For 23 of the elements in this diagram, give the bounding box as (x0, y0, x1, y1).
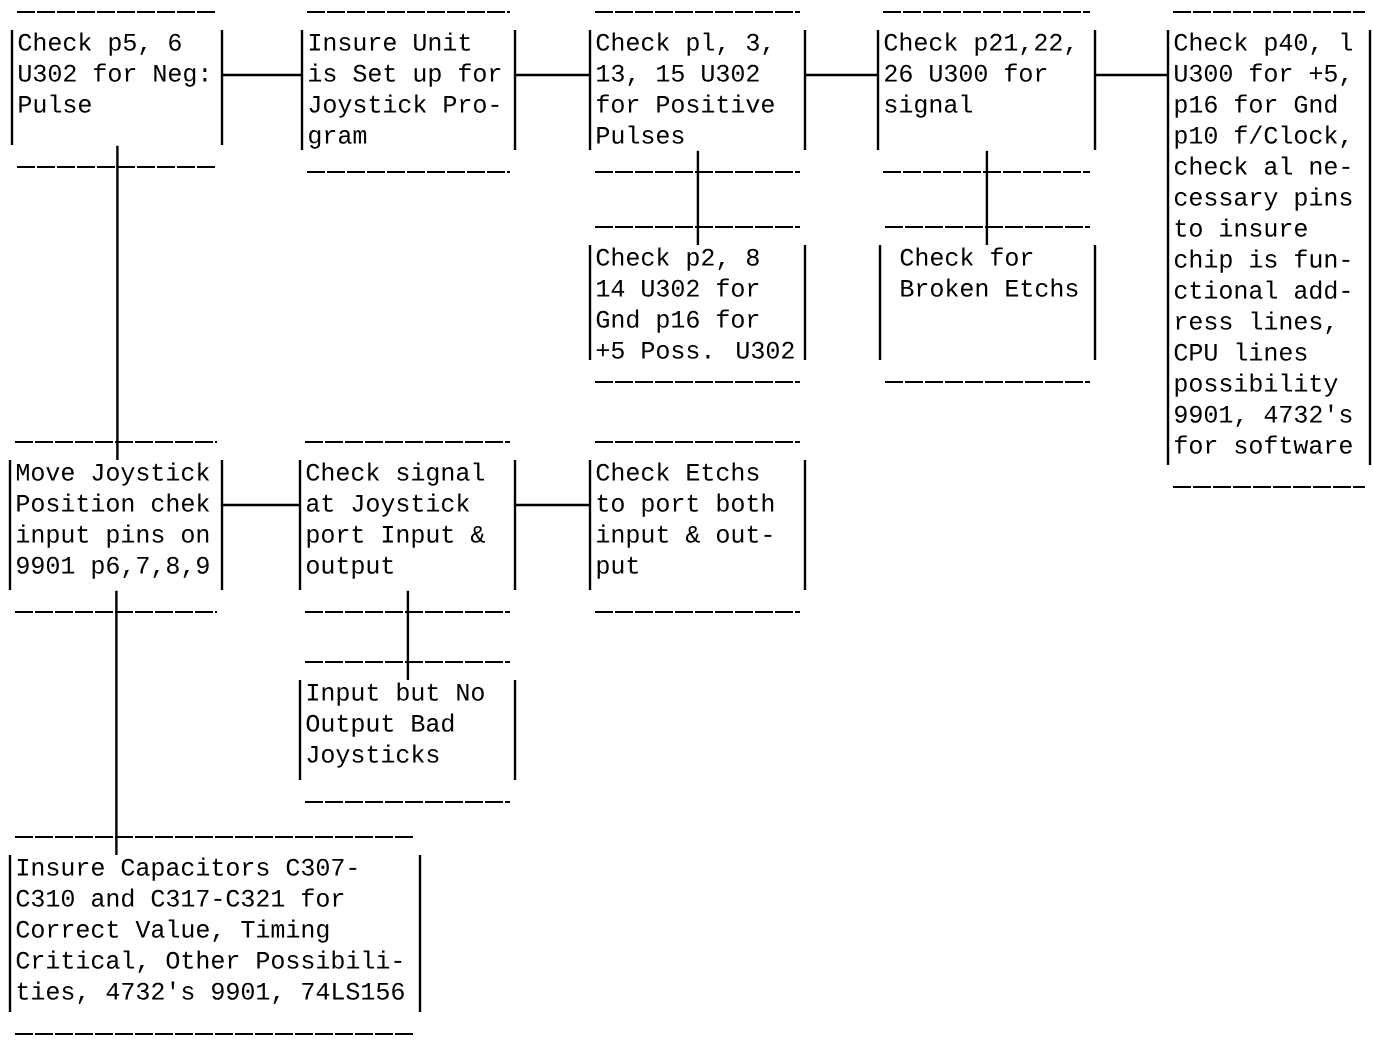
connector-line (222, 503, 300, 507)
process-box: Check for Broken Etchs (878, 226, 1097, 383)
process-box: Check signal at Joystick port Input & output (298, 441, 517, 613)
process-box: Insure Capacitors C307- C310 and C317-C321 for Correct Value, Timing Critical, Other Possibili- ties, 4732's 9901, 74LS156 (8, 836, 422, 1035)
connector-line (985, 150, 989, 245)
process-box: Check pl, 3, 13, 15 U302 for Positive Pulses (588, 11, 807, 173)
process-box: Check Etchs to port both input & out- put (588, 441, 807, 613)
connector-line (1095, 73, 1168, 77)
process-box: Move Joystick Position chek input pins on 9901 p6,7,8,9 (8, 441, 224, 613)
process-box: Check p2, 8 14 U302 for Gnd p16 for +5 Poss. U302 (588, 226, 807, 383)
connector-line (406, 590, 410, 680)
process-box: Check p5, 6 U302 for Neg: Pulse (10, 11, 224, 168)
connector-line (805, 73, 878, 77)
process-box: Check p21,22, 26 U300 for signal (876, 11, 1097, 173)
connector-line (115, 590, 118, 855)
connector-line (696, 150, 700, 245)
connector-line (222, 73, 302, 77)
process-box: Input but No Output Bad Joysticks (298, 661, 517, 803)
connector-line (515, 503, 590, 507)
process-box: Insure Unit is Set up for Joystick Pro- gram (300, 11, 517, 173)
connector-line (116, 145, 119, 460)
process-box: Check p40, l U300 for +5, p16 for Gnd p10 f/Clock, check al ne- cessary pins to insure chip is fun- ctional add- ress lines, CPU lines possibility 9901, 4732's for software (1166, 11, 1372, 488)
connector-line (515, 73, 590, 77)
